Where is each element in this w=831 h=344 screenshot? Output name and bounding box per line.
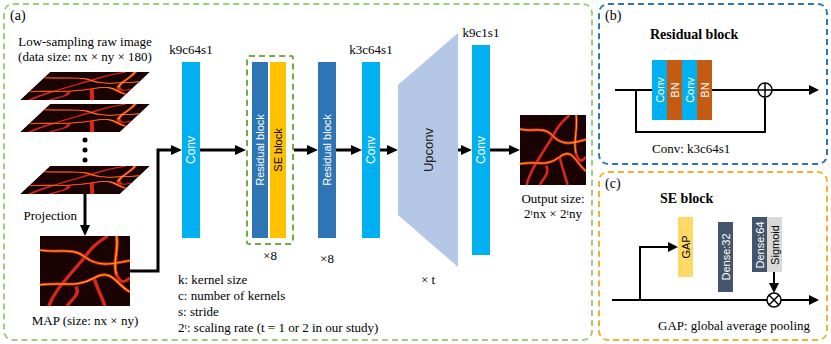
node-label: SE block xyxy=(660,191,713,206)
conv-layer: k9c1s1Conv xyxy=(472,45,490,255)
trapezoid xyxy=(398,33,458,267)
dense-layer: Dense:32 xyxy=(718,222,733,292)
residual-block: Residual block xyxy=(252,62,268,238)
upconv-block: Upconv xyxy=(398,33,458,267)
connector xyxy=(130,145,182,271)
arrowhead xyxy=(235,145,246,155)
residual-block: Residual block xyxy=(318,62,336,238)
connector-line xyxy=(130,150,173,271)
panel-frame: (c) SE blockGAP Dense:32 Dense:64 Sigmoid xyxy=(598,171,828,341)
note-text: 2ᵗ: scaling rate (t = 1 or 2 in our stud… xyxy=(178,320,378,335)
connector xyxy=(380,145,398,155)
node-label: Dense:32 xyxy=(720,233,731,280)
connector xyxy=(200,145,246,155)
dense-sigmoid-layer: Dense:64 Sigmoid xyxy=(752,217,782,272)
connector xyxy=(294,145,318,155)
conv-layer: Conv xyxy=(652,60,667,120)
arrowhead xyxy=(171,145,182,155)
node-label: Upconv xyxy=(422,128,435,172)
sum-symbol xyxy=(758,83,772,97)
conv-layer: Conv xyxy=(682,60,697,120)
node-label: (b) xyxy=(605,8,621,23)
map-image: MAP (size: nx × ny) xyxy=(40,236,130,306)
note-text: k: kernel size xyxy=(178,272,247,287)
kernel-label: k9c1s1 xyxy=(463,25,500,40)
arrowhead xyxy=(809,295,819,305)
node-label: Sigmoid xyxy=(769,225,780,265)
node-label: Low-sampling raw image (data size: nx × … xyxy=(7,34,163,64)
connector xyxy=(336,145,362,155)
node-label: Output size: 2ᵗnx × 2ᵗny xyxy=(516,191,590,221)
gap-layer: GAP xyxy=(678,217,693,277)
node-label: Residual block xyxy=(322,114,333,186)
edge-label: Projection xyxy=(24,208,77,223)
node-label: MAP (size: nx × ny) xyxy=(32,313,139,328)
arrowhead xyxy=(307,145,318,155)
node-label: Residual block xyxy=(650,27,738,42)
repeat-label: × t xyxy=(421,272,435,287)
node-label: Conv xyxy=(365,136,377,164)
node-label: Conv xyxy=(654,77,665,103)
connector xyxy=(458,145,472,155)
node-label: Conv xyxy=(475,136,487,164)
note-text: GAP: global average pooling xyxy=(658,318,810,333)
panel-frame: (a) Low-sampling raw image (data size: nx… xyxy=(3,3,593,341)
node-label: SE block xyxy=(273,128,284,171)
connector-line xyxy=(336,149,353,152)
node-label: Residual block xyxy=(255,114,266,186)
arrowhead xyxy=(80,225,90,236)
connector-line xyxy=(490,149,511,152)
node-label: GAP xyxy=(680,235,691,258)
node-label: ×8 xyxy=(263,248,277,263)
note-text: Conv: k3c64s1 xyxy=(652,141,730,156)
note-text: s: stride xyxy=(178,304,219,319)
conv-layer: k9c64s1Conv xyxy=(182,62,200,238)
kernel-label: k3c64s1 xyxy=(349,42,392,57)
kernel-label: k9c64s1 xyxy=(169,42,212,57)
note-text: c: number of kernels xyxy=(178,288,285,303)
arrowhead xyxy=(809,85,819,95)
arrowhead xyxy=(668,242,678,252)
bn-layer: BN xyxy=(667,60,682,120)
connector-line xyxy=(200,149,237,152)
repeat-group: ×8Residual blockSE block xyxy=(246,55,294,245)
connector-line xyxy=(294,149,309,152)
bn-layer: BN xyxy=(697,60,712,120)
product-symbol xyxy=(767,293,781,307)
node-label: Dense:64 xyxy=(754,221,765,268)
raw-image-layers xyxy=(20,72,150,194)
map-picture xyxy=(40,236,130,306)
arrowhead xyxy=(769,283,779,293)
arrowhead xyxy=(461,145,472,155)
node-label: Conv xyxy=(684,77,695,103)
raw-image-stack: Low-sampling raw image (data size: nx × … xyxy=(20,72,150,194)
node-label: BN xyxy=(699,82,710,97)
repeat-label: ×8 xyxy=(320,251,334,266)
panel-frame: (b) Residual blockConv BN Conv BN xyxy=(598,3,828,165)
arrowhead xyxy=(351,145,362,155)
arrowhead xyxy=(387,145,398,155)
output-image: Output size: 2ᵗnx × 2ᵗny xyxy=(520,115,586,185)
residual-wires xyxy=(615,90,810,132)
node-label: (c) xyxy=(605,176,621,191)
node-label: (a) xyxy=(10,8,26,23)
node-label: BN xyxy=(669,82,680,97)
arrowhead xyxy=(509,145,520,155)
node-label: Conv xyxy=(185,136,197,164)
connector xyxy=(80,194,90,236)
se-block: SE block xyxy=(270,62,286,238)
connector xyxy=(490,145,520,155)
output-picture xyxy=(520,115,586,185)
conv-layer: k3c64s1Conv xyxy=(362,62,380,238)
connector-line xyxy=(84,194,87,227)
